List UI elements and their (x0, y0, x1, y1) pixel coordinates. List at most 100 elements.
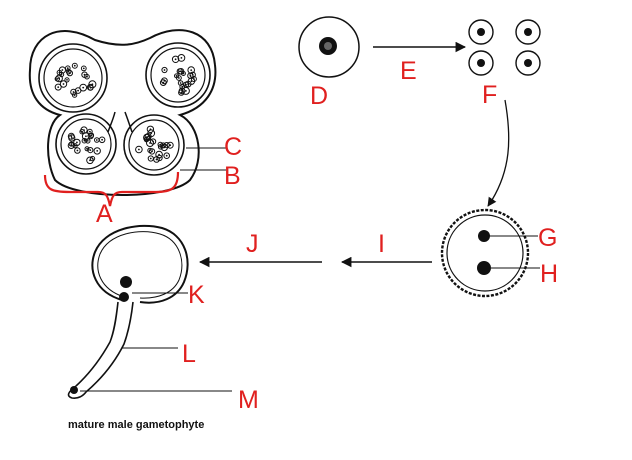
microspore-mother-cell (87, 147, 94, 154)
microspore-mother-cell (87, 84, 94, 91)
label-l: L (182, 340, 196, 368)
cell-nucleus (85, 135, 87, 138)
cell-nucleus (185, 83, 187, 86)
microspore-mother-cell (176, 75, 182, 81)
label-m: M (238, 386, 259, 414)
cell-nucleus (149, 157, 152, 160)
microspore-mother-cell (163, 142, 170, 149)
cell-nucleus (83, 73, 86, 76)
cell-nucleus (91, 83, 94, 86)
microspore-mother-cell (147, 155, 154, 162)
cell-nucleus (61, 69, 64, 71)
generative-cell-g (478, 230, 490, 242)
two-celled-pollen-grain: G H (440, 208, 558, 298)
cell-nucleus (151, 150, 153, 153)
cell-nucleus (83, 139, 86, 142)
cell-nucleus (82, 67, 85, 70)
microspore-mother-cell (187, 66, 195, 74)
microspore-mother-cell (70, 88, 77, 96)
label-a: A (96, 200, 113, 228)
cell-nucleus (66, 67, 69, 70)
microspore-mother-cell (85, 138, 91, 144)
pollen-sac-top-left (38, 43, 108, 113)
microspore-mother-cell (79, 129, 85, 135)
microspore-mother-cell (89, 155, 96, 162)
microspore-mother-cell (182, 81, 190, 88)
cell-nucleus (181, 85, 184, 88)
microspore-mother-cell (71, 62, 78, 69)
tube-nucleus (70, 386, 78, 394)
vegetative-nucleus-h (477, 261, 491, 275)
microspore-mother-cell (80, 65, 87, 72)
cell-nucleus (57, 86, 60, 88)
label-b: B (224, 162, 241, 190)
microspore-mother-cell (177, 54, 186, 62)
cell-nucleus (180, 57, 183, 59)
cell-nucleus (165, 154, 168, 157)
cell-nucleus (101, 138, 103, 141)
label-d: D (310, 82, 328, 110)
microspore-mother-cells (67, 126, 106, 165)
cell-nucleus (163, 79, 166, 82)
cell-nucleus (178, 77, 180, 79)
cell-nucleus (190, 69, 193, 71)
cell-nucleus (67, 70, 70, 73)
microspore-mother-cells (159, 54, 197, 96)
cell-nucleus (76, 141, 78, 144)
cell-nucleus (76, 149, 79, 152)
microspore-mother-cell (54, 83, 62, 91)
microspore-mother-cell (157, 141, 164, 148)
microspore-mother-cells (135, 125, 174, 163)
cell-nucleus (83, 129, 85, 132)
cell-nucleus (95, 139, 98, 141)
arrow-f-to-pollen (487, 99, 510, 207)
cell-nucleus (58, 77, 60, 80)
microspore-mother-cell (88, 132, 95, 138)
microspore-mother-cell (177, 80, 184, 86)
mature-male-gametophyte: K L M mature male gametophyte (67, 224, 259, 431)
microspore-mother-cell (80, 126, 88, 134)
microspore-mother-cell (171, 55, 180, 63)
label-c: C (224, 133, 242, 161)
microspore-mother-cell (135, 145, 143, 154)
pollen-sac-bottom-left (55, 113, 117, 175)
cell-nucleus (73, 64, 76, 67)
pollen-grain-wall (91, 224, 189, 304)
cell-nucleus (158, 157, 161, 159)
bracket-a (43, 171, 180, 207)
cell-nucleus (90, 134, 93, 137)
cell-nucleus (169, 144, 172, 147)
cell-nucleus (149, 142, 151, 144)
cell-nucleus (70, 135, 73, 138)
label-k: K (188, 281, 205, 309)
microspore-mother-cell (81, 71, 88, 78)
cell-nucleus (86, 140, 89, 142)
microspore-mother-cell (59, 80, 68, 88)
cell-nucleus (138, 148, 140, 151)
microspore-mother-cell (98, 136, 106, 144)
pollen-sac-top-right (145, 42, 211, 108)
microspore-mother-cell (166, 141, 174, 149)
microspore-mother-cell (84, 146, 90, 152)
label-j: J (246, 230, 259, 258)
microspore-mother-cell (178, 89, 185, 96)
label-f: F (482, 81, 497, 109)
microspore-mother-cell (161, 66, 168, 74)
cell-nucleus (89, 86, 92, 89)
microspore-mother-cell (161, 77, 168, 85)
microspore-mother-cell (64, 77, 70, 83)
cell-nucleus (179, 82, 182, 84)
cell-nucleus (73, 94, 76, 96)
cell-nucleus (191, 73, 194, 76)
sperm-cell (119, 292, 129, 302)
label-h: H (540, 260, 558, 288)
label-g: G (538, 224, 557, 252)
anther-cross-section: A C B (28, 29, 242, 228)
cell-nucleus (70, 143, 73, 145)
cell-nucleus (70, 137, 73, 139)
anther-connective (107, 111, 133, 133)
generative-cell (120, 276, 132, 288)
microspore-mother-cell (144, 133, 152, 140)
microspore-mother-cell (146, 125, 155, 134)
